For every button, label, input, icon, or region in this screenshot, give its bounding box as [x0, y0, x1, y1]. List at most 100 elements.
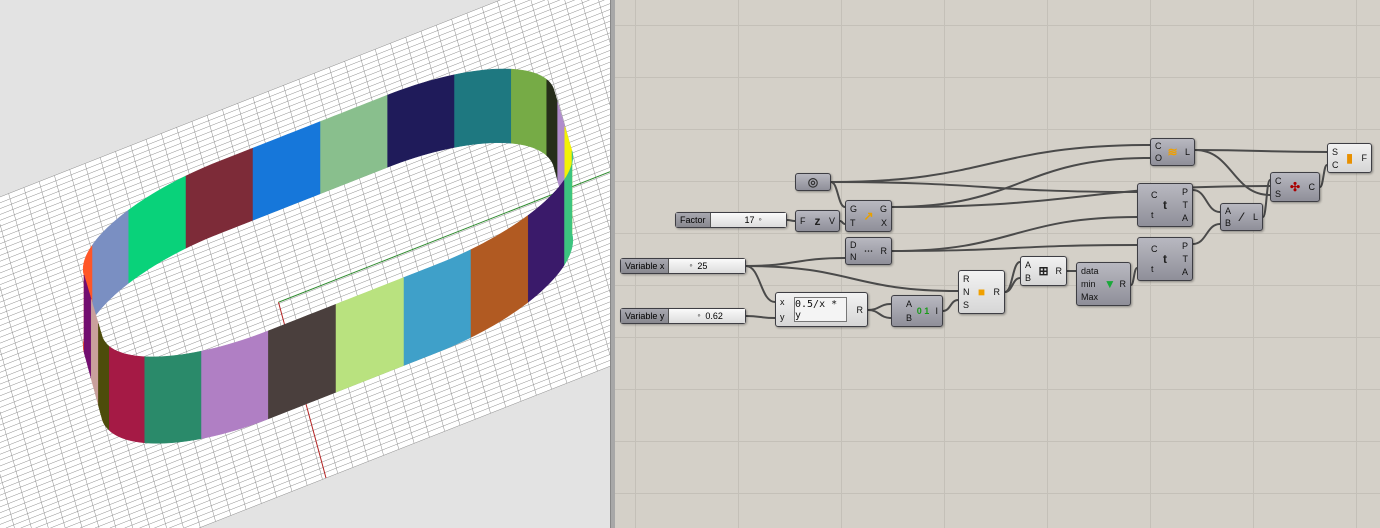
input-t[interactable]: t	[1151, 210, 1154, 220]
factor-slider[interactable]: Factor 17◦	[675, 212, 787, 228]
wire[interactable]	[867, 309, 892, 319]
input-n[interactable]: N	[850, 252, 857, 262]
wire[interactable]	[1262, 179, 1271, 218]
output-a[interactable]: A	[1181, 213, 1188, 224]
grasshopper-canvas[interactable]: ◎ Factor 17◦ Variable x ◦25 Variable y ◦…	[615, 0, 1380, 528]
input-a[interactable]: A	[1225, 206, 1232, 216]
slider-track[interactable]: ◦25	[669, 259, 745, 273]
wire[interactable]	[891, 216, 1138, 252]
input-data[interactable]: data	[1081, 265, 1099, 276]
wire[interactable]	[1194, 149, 1328, 153]
output-v[interactable]: V	[828, 216, 835, 226]
wire[interactable]	[745, 265, 959, 292]
rhino-viewport[interactable]	[0, 0, 610, 528]
input-c[interactable]: C	[1155, 141, 1162, 151]
output-r[interactable]: R	[993, 287, 1001, 297]
variable-y-slider[interactable]: Variable y ◦0.62	[620, 308, 746, 324]
input-f[interactable]: F	[800, 216, 806, 226]
slider-handle[interactable]: ◦	[697, 310, 701, 320]
wire[interactable]	[1192, 223, 1221, 245]
wire[interactable]	[942, 299, 959, 312]
panel-splitter[interactable]	[610, 0, 615, 528]
input-a[interactable]: A	[1025, 259, 1032, 270]
wire[interactable]	[830, 181, 1138, 193]
input-c[interactable]: C	[1332, 159, 1339, 170]
output-f[interactable]: F	[1361, 153, 1368, 163]
wire[interactable]	[1004, 261, 1021, 293]
slider-handle[interactable]: ◦	[758, 214, 762, 224]
input-c[interactable]: C	[1151, 190, 1158, 200]
output-r[interactable]: R	[880, 246, 888, 256]
input-c[interactable]: C	[1151, 244, 1158, 254]
wire[interactable]	[830, 181, 846, 208]
output-a[interactable]: A	[1181, 267, 1188, 278]
input-d[interactable]: D	[850, 240, 857, 250]
output-p[interactable]: P	[1181, 186, 1188, 197]
output-t[interactable]: T	[1182, 253, 1189, 264]
output-r[interactable]: R	[1055, 266, 1063, 276]
input-s[interactable]: S	[963, 300, 970, 311]
input-t[interactable]: T	[850, 218, 856, 228]
geometry-param[interactable]: ◎	[795, 173, 831, 191]
expression-text[interactable]: 0.5/x * y	[794, 297, 847, 322]
input-o[interactable]: O	[1155, 153, 1163, 163]
output-t[interactable]: T	[1182, 199, 1189, 210]
input-b[interactable]: B	[1225, 218, 1232, 228]
wire[interactable]	[1319, 164, 1328, 188]
input-s[interactable]: S	[1275, 188, 1282, 199]
output-x[interactable]: X	[880, 218, 887, 228]
wire[interactable]	[1194, 149, 1271, 196]
wire[interactable]	[745, 265, 776, 303]
wire[interactable]	[745, 257, 846, 267]
input-g[interactable]: G	[850, 204, 858, 214]
output-i[interactable]: I	[935, 306, 938, 316]
slider-track[interactable]: 17◦	[710, 213, 786, 227]
output-g[interactable]: G	[879, 204, 887, 214]
input-y[interactable]: y	[780, 312, 785, 323]
input-min[interactable]: min	[1081, 278, 1096, 289]
input-s[interactable]: S	[1332, 146, 1339, 157]
output-l[interactable]: L	[1252, 212, 1258, 222]
wire[interactable]	[1130, 267, 1138, 286]
input-max[interactable]: Max	[1081, 292, 1099, 303]
input-t[interactable]: t	[1151, 264, 1154, 274]
variable-x-slider[interactable]: Variable x ◦25	[620, 258, 746, 274]
output-l[interactable]: L	[1184, 147, 1190, 157]
wire[interactable]	[891, 244, 1138, 252]
unit-z-component[interactable]: F z V	[795, 210, 840, 232]
input-x[interactable]: x	[780, 296, 785, 307]
wire[interactable]	[1004, 277, 1021, 293]
input-c[interactable]: C	[1275, 175, 1282, 186]
wire[interactable]	[745, 315, 776, 319]
input-a[interactable]: A	[906, 299, 913, 309]
slider-handle[interactable]: ◦	[689, 260, 693, 270]
input-b[interactable]: B	[1025, 272, 1032, 283]
output-c[interactable]: C	[1308, 182, 1316, 192]
wire[interactable]	[891, 185, 1271, 208]
input-r[interactable]: R	[963, 273, 970, 284]
input-b[interactable]: B	[906, 313, 913, 323]
wire[interactable]	[867, 303, 892, 311]
output-r[interactable]: R	[1119, 279, 1127, 289]
output-r[interactable]: R	[856, 304, 864, 315]
wire[interactable]	[839, 220, 846, 225]
wire[interactable]	[830, 144, 1151, 183]
wire[interactable]	[891, 157, 1151, 208]
input-n[interactable]: N	[963, 286, 970, 297]
wire[interactable]	[786, 219, 796, 222]
output-p[interactable]: P	[1181, 240, 1188, 251]
slider-track[interactable]: ◦0.62	[669, 309, 745, 323]
